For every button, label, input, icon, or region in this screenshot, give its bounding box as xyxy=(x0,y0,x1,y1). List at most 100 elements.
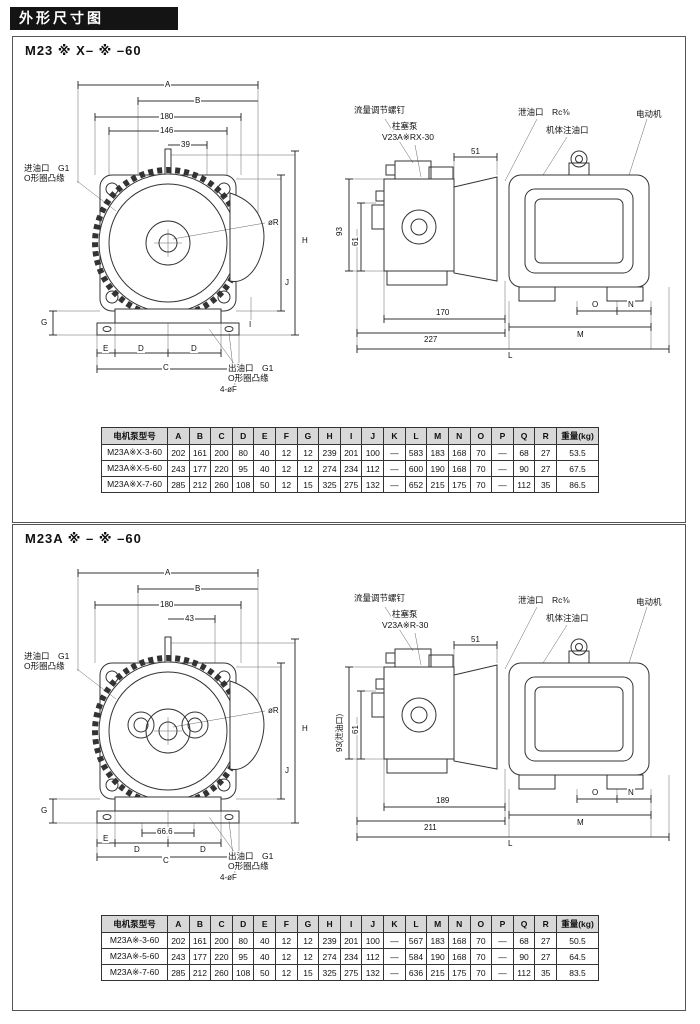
model-cell: M23A※X-7-60 xyxy=(101,476,168,493)
value-cell: 70 xyxy=(469,476,493,493)
dim-label-shaft-dia: øR xyxy=(267,218,280,227)
motor-label: 电动机 xyxy=(635,109,663,119)
dim-label-180: 180 xyxy=(159,112,175,121)
value-cell: 112 xyxy=(361,460,385,477)
value-cell: 50 xyxy=(253,476,277,493)
value-cell: 90 xyxy=(512,460,536,477)
front-view-lineart xyxy=(49,569,299,874)
value-cell: 161 xyxy=(188,444,212,461)
value-cell: 100 xyxy=(361,932,385,949)
column-header: 电机泵型号 xyxy=(101,427,168,445)
model-cell: M23A※X-3-60 xyxy=(101,444,168,461)
value-cell: 239 xyxy=(318,932,341,949)
outlet-port-line1: 出油口 G1 xyxy=(228,851,274,861)
column-header: A xyxy=(167,915,190,933)
value-cell: — xyxy=(383,476,406,493)
column-header: C xyxy=(210,427,233,445)
dim-label-e: E xyxy=(102,834,110,843)
dim-label-43: 43 xyxy=(184,614,195,623)
value-cell: 80 xyxy=(231,932,255,949)
value-cell: 108 xyxy=(231,476,255,493)
value-cell: 274 xyxy=(318,460,341,477)
dim-label-a: A xyxy=(164,80,172,89)
dim-label-n: N xyxy=(627,300,635,309)
dim-label-l: L xyxy=(507,839,514,848)
value-cell: 220 xyxy=(210,460,233,477)
value-cell: 95 xyxy=(231,948,255,965)
value-cell: 177 xyxy=(188,460,212,477)
value-cell: 53.5 xyxy=(556,444,599,461)
value-cell: — xyxy=(383,444,406,461)
inlet-port-line2: O形圈凸缘 xyxy=(24,173,65,183)
value-cell: 212 xyxy=(188,964,212,981)
value-cell: 12 xyxy=(296,444,320,461)
pump-name-label: 柱塞泵 xyxy=(391,121,419,131)
dim-label-m: M xyxy=(576,818,585,827)
front-view-lineart xyxy=(49,81,299,386)
value-cell: 12 xyxy=(275,948,298,965)
dim-label-93: 93(泄油口) xyxy=(335,712,344,753)
value-cell: 175 xyxy=(447,964,471,981)
value-cell: 27 xyxy=(534,460,557,477)
value-cell: 212 xyxy=(188,476,212,493)
column-header: K xyxy=(383,427,406,445)
inlet-port-label: 进油口 G1 O形圈凸缘 xyxy=(23,651,71,671)
column-header: H xyxy=(318,915,341,933)
value-cell: 183 xyxy=(426,444,449,461)
dim-label-93: 93 xyxy=(335,226,344,237)
inlet-port-line2: O形圈凸缘 xyxy=(24,661,65,671)
column-header: J xyxy=(361,915,385,933)
value-cell: 234 xyxy=(339,948,363,965)
value-cell: 325 xyxy=(318,476,341,493)
value-cell: 183 xyxy=(426,932,449,949)
front-view-drawing: A B 180 43 H J øR G 66.6 E D D C 4-øF 进油… xyxy=(23,559,323,899)
dim-label-d2: D xyxy=(190,344,198,353)
mounting-holes-label: 4-øF xyxy=(219,873,238,882)
value-cell: 220 xyxy=(210,948,233,965)
dim-label-146: 146 xyxy=(159,126,175,135)
dim-label-len1: 189 xyxy=(435,796,451,805)
value-cell: 12 xyxy=(296,932,320,949)
value-cell: 285 xyxy=(167,476,190,493)
value-cell: 168 xyxy=(447,460,471,477)
column-header: N xyxy=(447,915,471,933)
value-cell: 274 xyxy=(318,948,341,965)
section-heading: M23A ※ – ※ –60 xyxy=(25,531,142,546)
dim-label-61: 61 xyxy=(351,724,360,735)
value-cell: — xyxy=(491,460,514,477)
value-cell: 40 xyxy=(253,444,277,461)
value-cell: 70 xyxy=(469,948,493,965)
value-cell: 12 xyxy=(296,948,320,965)
motor-label: 电动机 xyxy=(635,597,663,607)
dim-label-i: I xyxy=(248,320,253,329)
dim-label-d2: D xyxy=(199,845,207,854)
flow-screw-label: 流量调节螺钉 xyxy=(353,105,407,115)
column-header: Q xyxy=(512,915,536,933)
dim-label-j: J xyxy=(284,766,290,775)
dim-label-j: J xyxy=(284,278,290,287)
value-cell: 27 xyxy=(534,932,557,949)
inlet-port-line1: 进油口 G1 xyxy=(24,163,70,173)
value-cell: 50 xyxy=(253,964,277,981)
value-cell: 168 xyxy=(447,948,471,965)
value-cell: 275 xyxy=(339,476,363,493)
value-cell: 70 xyxy=(469,964,493,981)
value-cell: 567 xyxy=(404,932,428,949)
value-cell: 27 xyxy=(534,948,557,965)
column-header: F xyxy=(275,427,298,445)
value-cell: 201 xyxy=(339,932,363,949)
page-title: 外形尺寸图 xyxy=(10,7,178,30)
model-cell: M23A※-7-60 xyxy=(101,964,168,981)
value-cell: 15 xyxy=(296,476,320,493)
value-cell: 12 xyxy=(275,460,298,477)
value-cell: 108 xyxy=(231,964,255,981)
value-cell: 70 xyxy=(469,444,493,461)
value-cell: 600 xyxy=(404,460,428,477)
column-header: G xyxy=(296,915,320,933)
model-cell: M23A※-5-60 xyxy=(101,948,168,965)
column-header: B xyxy=(188,427,212,445)
outlet-port-label: 出油口 G1 O形圈凸缘 xyxy=(227,851,275,871)
column-header: D xyxy=(231,915,255,933)
